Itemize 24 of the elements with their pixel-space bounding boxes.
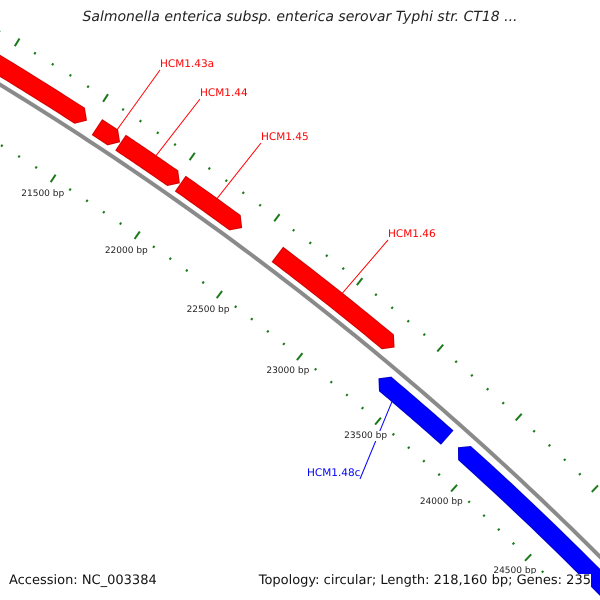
genome-summary-text: Topology: circular; Length: 218,160 bp; Genes: 235 — [258, 574, 591, 589]
gene-label: HCM1.46 — [388, 228, 436, 240]
gene-label: HCM1.43a — [160, 58, 214, 70]
tick-label: 21500 bp — [21, 189, 64, 200]
tick-label: 23500 bp — [344, 430, 388, 441]
gene-label: HCM1.48c — [307, 467, 360, 480]
tick-label: 23000 bp — [266, 366, 310, 377]
leader-line — [360, 401, 392, 480]
gene-label: HCM1.44 — [200, 87, 248, 100]
leader-line — [156, 98, 200, 156]
gene-block — [272, 246, 395, 350]
gene-block — [92, 119, 120, 146]
tick-label: 22500 bp — [186, 304, 230, 316]
tick-label: 22000 bp — [104, 246, 148, 256]
gene-block — [378, 376, 454, 445]
leader-line — [216, 142, 262, 200]
leader-line — [342, 240, 388, 294]
tick-label: 24000 bp — [420, 497, 463, 508]
gene-block — [115, 134, 180, 186]
accession-text: Accession: NC_003384 — [9, 574, 157, 589]
gene-block — [174, 176, 242, 230]
leader-line — [116, 70, 160, 130]
title: Salmonella enterica subsp. enterica serovar Typhi str. CT18 ... — [81, 9, 519, 26]
gene-label: HCM1.45 — [261, 131, 309, 144]
